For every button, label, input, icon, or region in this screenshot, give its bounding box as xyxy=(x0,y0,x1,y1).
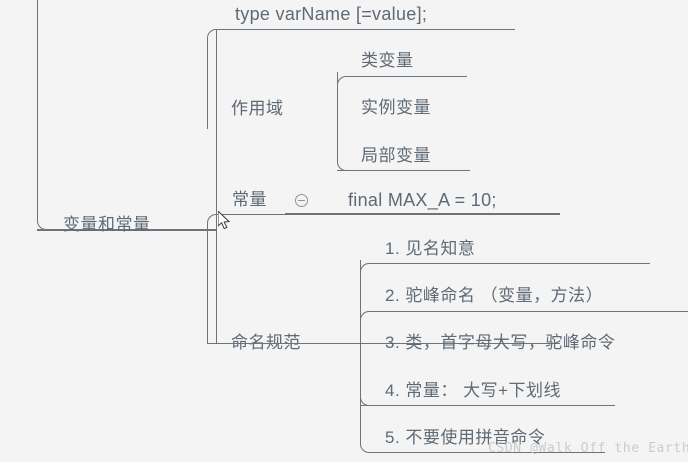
branch-naming-label[interactable]: 命名规范 xyxy=(231,333,301,352)
naming-child-5-box xyxy=(360,406,605,453)
branch-scope-label[interactable]: 作用域 xyxy=(231,99,284,118)
naming-child-5[interactable]: 5. 不要使用拼音命令 xyxy=(385,428,546,447)
root-underline xyxy=(37,229,217,231)
branch-naming-underline xyxy=(207,343,560,344)
mouse-cursor xyxy=(217,209,232,231)
naming-child-4-underline xyxy=(360,405,615,406)
naming-child-2-box xyxy=(360,263,650,311)
branch-scope-box xyxy=(207,29,515,129)
naming-child-1[interactable]: 1. 见名知意 xyxy=(385,239,476,258)
scope-child-local-var[interactable]: 局部变量 xyxy=(361,146,431,165)
branch-syntax-label[interactable]: type varName [=value]; xyxy=(235,4,428,24)
watermark-text: CSDN @Walk Off the Earth xyxy=(488,441,688,456)
root-label[interactable]: 变量和常量 xyxy=(63,215,151,234)
scope-child-local-underline xyxy=(337,170,470,171)
root-branch-bracket xyxy=(37,0,217,230)
collapse-minus-icon[interactable] xyxy=(295,194,308,207)
branch-constant-label[interactable]: 常量 xyxy=(232,190,267,209)
branch-constant-value[interactable]: final MAX_A = 10; xyxy=(348,190,497,210)
branch-constant-underline xyxy=(285,213,560,214)
naming-child-3-box xyxy=(360,311,688,359)
scope-child-instance-box xyxy=(337,76,467,124)
scope-child-instance-var[interactable]: 实例变量 xyxy=(361,98,431,117)
naming-child-2[interactable]: 2. 驼峰命名 （变量，方法） xyxy=(385,286,604,305)
naming-child-4[interactable]: 4. 常量： 大写+下划线 xyxy=(385,381,562,400)
scope-child-class-var[interactable]: 类变量 xyxy=(361,51,414,70)
branch-naming-box xyxy=(207,214,560,344)
naming-child-3[interactable]: 3. 类，首字母大写，驼峰命令 xyxy=(385,333,616,352)
root-spine xyxy=(216,30,217,343)
